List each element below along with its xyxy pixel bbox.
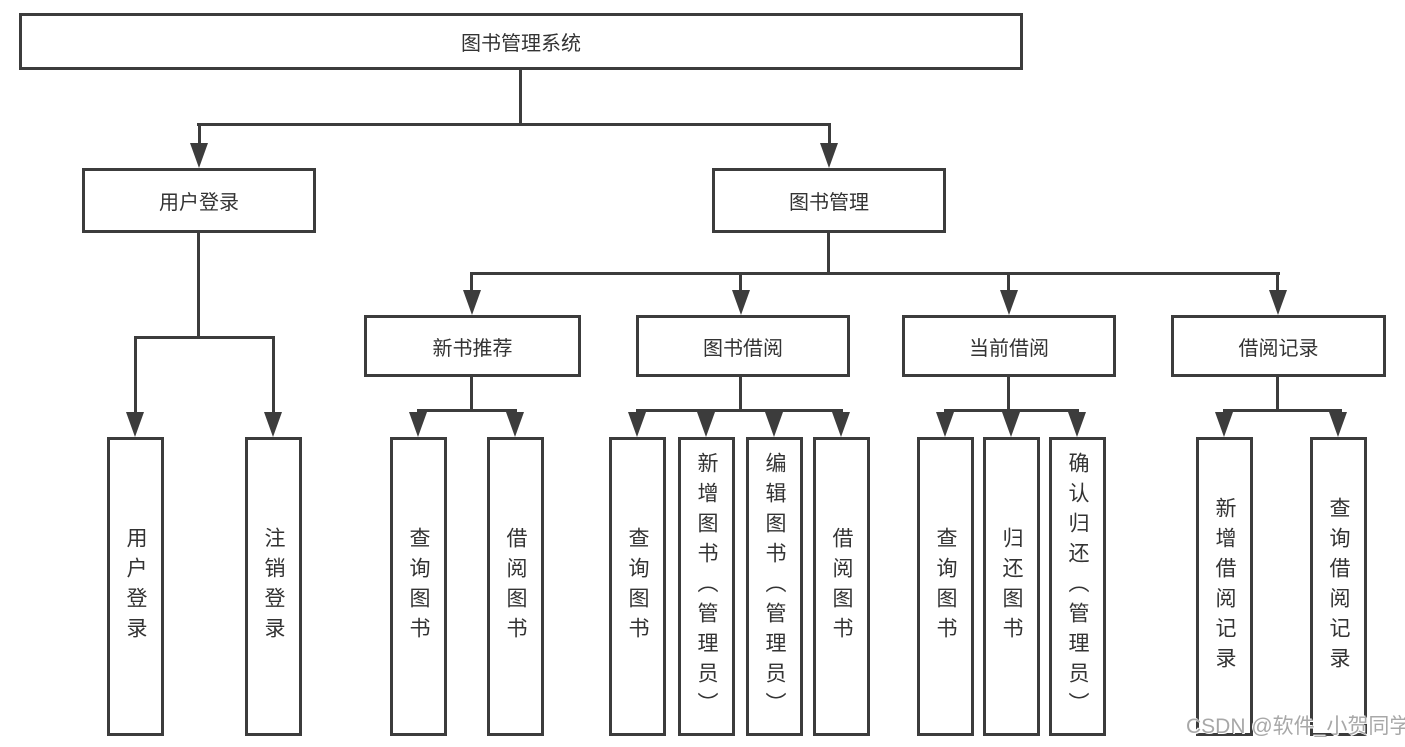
node-leaf-query-borrow-record-label: 查询借阅记录: [1327, 496, 1350, 677]
edge-level3-rail: [470, 272, 1280, 275]
arrow-to-book-management: [820, 143, 838, 168]
arrow-to-borrow-leaf4: [832, 412, 850, 437]
edge-to-login-leaf1-stem: [134, 336, 137, 414]
node-leaf-confirm-return-admin: 确认归还（管理员）: [1049, 437, 1106, 736]
node-borrowing-records: 借阅记录: [1171, 315, 1386, 377]
arrow-to-borrow-leaf3: [765, 412, 783, 437]
edge-to-borrowing-records-stem: [1276, 272, 1279, 292]
edge-user-login-rail: [134, 336, 274, 339]
node-leaf-newbook-borrow-books: 借阅图书: [487, 437, 544, 736]
node-book-borrowing-label: 图书借阅: [703, 337, 783, 360]
node-leaf-newbook-borrow-books-label: 借阅图书: [504, 526, 527, 647]
arrow-to-current-leaf1: [936, 412, 954, 437]
node-leaf-borrow-query-books: 查询图书: [609, 437, 666, 736]
node-leaf-edit-books-admin: 编辑图书（管理员）: [746, 437, 803, 736]
node-leaf-confirm-return-admin-label: 确认归还（管理员）: [1066, 451, 1089, 722]
node-current-borrowing: 当前借阅: [902, 315, 1116, 377]
node-leaf-return-books-label: 归还图书: [1000, 526, 1023, 647]
edge-to-new-book-stem: [470, 272, 473, 292]
node-book-borrowing: 图书借阅: [636, 315, 850, 377]
node-leaf-return-books: 归还图书: [983, 437, 1040, 736]
node-leaf-add-books-admin: 新增图书（管理员）: [678, 437, 735, 736]
arrow-to-book-borrowing: [732, 290, 750, 315]
arrow-to-borrowing-records: [1269, 290, 1287, 315]
node-book-management: 图书管理: [712, 168, 946, 233]
csdn-watermark: CSDN @软件_小贺同学: [1186, 715, 1405, 738]
edge-new-book-stem: [470, 377, 473, 412]
node-new-book-recommendation-label: 新书推荐: [432, 337, 513, 360]
edge-user-login-stem: [197, 233, 200, 339]
arrow-to-records-leaf2: [1329, 412, 1347, 437]
node-leaf-user-login: 用户登录: [107, 437, 164, 736]
node-leaf-add-borrow-record: 新增借阅记录: [1196, 437, 1253, 736]
edge-new-book-rail: [417, 409, 517, 412]
edge-to-book-management-stem: [828, 123, 831, 149]
node-leaf-logout: 注销登录: [245, 437, 302, 736]
node-leaf-newbook-query-books-label: 查询图书: [407, 526, 430, 647]
node-leaf-add-borrow-record-label: 新增借阅记录: [1213, 496, 1236, 677]
arrow-to-newbook-leaf1: [409, 412, 427, 437]
arrow-to-current-leaf2: [1002, 412, 1020, 437]
edge-current-borrowing-leafstem: [1007, 377, 1010, 412]
arrow-to-current-borrowing: [1000, 290, 1018, 315]
node-leaf-borrow-books: 借阅图书: [813, 437, 870, 736]
edge-to-current-borrowing-stem: [1007, 272, 1010, 292]
node-leaf-query-borrow-record: 查询借阅记录: [1310, 437, 1367, 736]
node-leaf-current-query-books-label: 查询图书: [934, 526, 957, 647]
edge-to-login-leaf2-stem: [272, 336, 275, 414]
arrow-to-current-leaf3: [1068, 412, 1086, 437]
arrow-to-borrow-leaf2: [697, 412, 715, 437]
edge-level2-rail: [197, 123, 830, 126]
edge-book-borrowing-leafstem: [739, 377, 742, 412]
node-leaf-add-books-admin-label: 新增图书（管理员）: [695, 451, 718, 722]
node-leaf-logout-label: 注销登录: [262, 526, 285, 647]
arrow-to-user-login: [190, 143, 208, 168]
node-book-management-label: 图书管理: [789, 192, 869, 214]
arrow-to-login-leaf2: [264, 412, 282, 437]
edge-book-borrowing-rail: [636, 409, 843, 412]
node-leaf-newbook-query-books: 查询图书: [390, 437, 447, 736]
node-leaf-current-query-books: 查询图书: [917, 437, 974, 736]
node-library-system: 图书管理系统: [19, 13, 1023, 70]
node-user-login: 用户登录: [82, 168, 316, 233]
arrow-to-newbook-leaf2: [506, 412, 524, 437]
node-leaf-edit-books-admin-label: 编辑图书（管理员）: [763, 451, 786, 722]
node-user-login-label: 用户登录: [159, 192, 239, 214]
arrow-to-borrow-leaf1: [628, 412, 646, 437]
node-current-borrowing-label: 当前借阅: [969, 337, 1049, 360]
arrow-to-new-book: [463, 290, 481, 315]
edge-borrowing-records-rail: [1223, 409, 1342, 412]
arrow-to-login-leaf1: [126, 412, 144, 437]
node-leaf-borrow-query-books-label: 查询图书: [626, 526, 649, 647]
node-leaf-user-login-label: 用户登录: [124, 526, 147, 647]
edge-borrowing-records-leafstem: [1276, 377, 1279, 412]
edge-to-user-login-stem: [198, 123, 201, 149]
edge-to-book-borrowing-stem: [739, 272, 742, 292]
edge-root-stem: [519, 70, 522, 126]
node-library-system-label: 图书管理系统: [461, 33, 581, 55]
node-new-book-recommendation: 新书推荐: [364, 315, 581, 377]
arrow-to-records-leaf1: [1215, 412, 1233, 437]
edge-current-borrowing-rail: [944, 409, 1079, 412]
edge-book-management-stem: [827, 233, 830, 275]
node-borrowing-records-label: 借阅记录: [1238, 337, 1319, 360]
node-leaf-borrow-books-label: 借阅图书: [830, 526, 853, 647]
